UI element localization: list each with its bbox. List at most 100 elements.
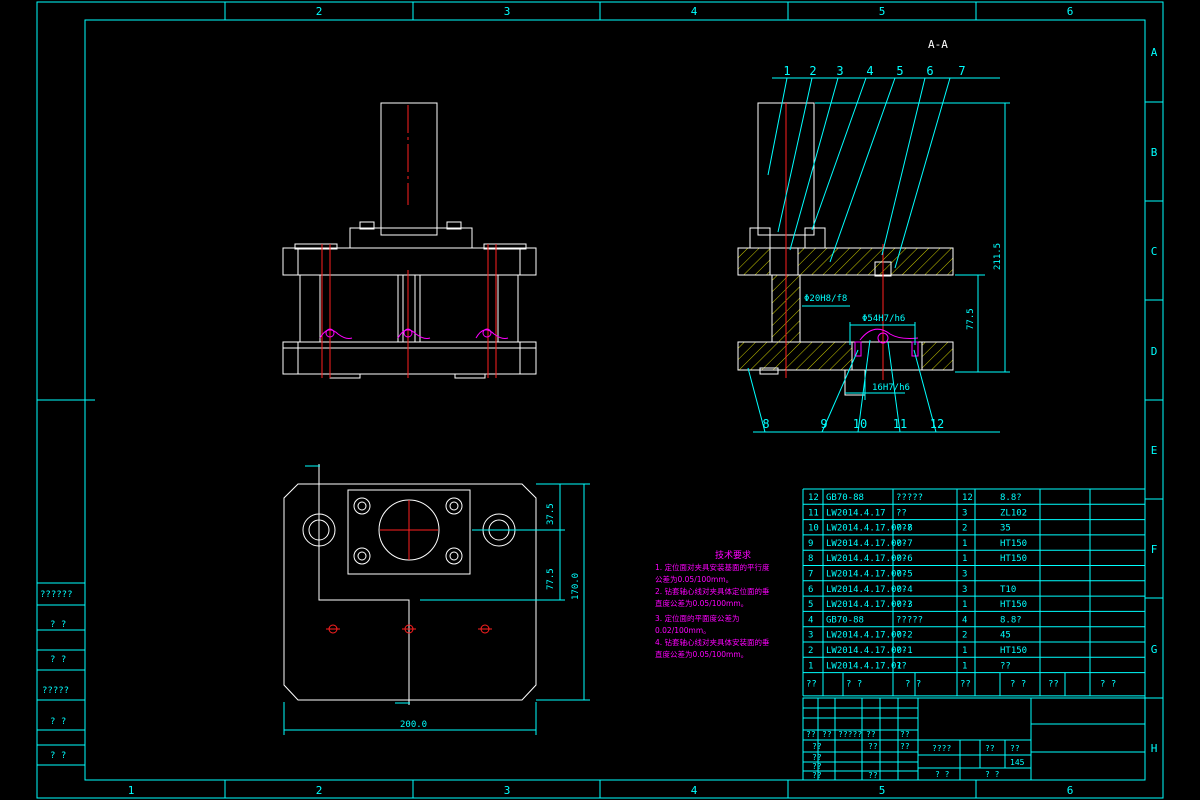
- bom-cell: LW2014.4.17.01: [826, 661, 902, 671]
- bom-cell: 12: [962, 493, 973, 503]
- bom-grid: [802, 488, 1146, 697]
- bom-cell: LW2014.4.17.00-6: [826, 554, 913, 564]
- plan-dim-texts: 37.5 77.5 170.0 200.0: [400, 503, 581, 730]
- col-label: 6: [1067, 784, 1074, 797]
- bom-cell: 45: [1000, 631, 1011, 641]
- balloon-6: 6: [926, 64, 933, 78]
- row-label: H: [1151, 742, 1158, 755]
- bom-cell: ??: [896, 539, 907, 549]
- top-zone-ticks: [37, 2, 1163, 798]
- tb-cell: ? ?: [935, 770, 950, 779]
- bom-cell: ???: [896, 600, 912, 610]
- tb-cell: ??: [868, 742, 878, 751]
- balloon-7: 7: [958, 64, 965, 78]
- bom-cell: 1: [962, 539, 967, 549]
- plan-holes: [326, 500, 492, 634]
- tb-cell: ??: [1010, 744, 1020, 753]
- bom-cell: 8.8?: [1000, 493, 1022, 503]
- tech-line: 直度公差为0.05/100mm。: [655, 649, 748, 659]
- bom-cell: 6: [808, 585, 813, 595]
- plan-view: [283, 464, 537, 705]
- bom-cell: ??: [896, 661, 907, 671]
- front-handle: [380, 102, 438, 236]
- bom-cell: LW2014.4.17.00-5: [826, 570, 913, 580]
- row-label: E: [1151, 444, 1158, 457]
- bom-cell: ??: [896, 508, 907, 518]
- bom-header-cell: ? ?: [1010, 680, 1026, 690]
- balloon-1: 1: [783, 64, 790, 78]
- bom-cell: 1: [962, 646, 967, 656]
- bom-cell: 4: [808, 615, 813, 625]
- bom-cell: 2: [962, 524, 967, 534]
- tb-cell: ????: [932, 744, 951, 753]
- balloon-8: 8: [762, 417, 769, 431]
- balloon-5: 5: [896, 64, 903, 78]
- tb-cell: ??: [900, 730, 910, 739]
- tb-cell: ??: [812, 742, 822, 751]
- bom-cell: ??: [896, 631, 907, 641]
- tech-line: 4. 钻套轴心线对夹具体安装面的垂: [655, 637, 770, 647]
- front-top-plate: [282, 247, 537, 276]
- balloons: 1 2 3 4 5 6 7 8 9 10 11 12: [762, 64, 965, 431]
- balloon-2: 2: [809, 64, 816, 78]
- row-label: B: [1151, 146, 1158, 159]
- front-column: [299, 274, 321, 343]
- balloon-4: 4: [866, 64, 873, 78]
- side-label: ?????: [42, 686, 69, 696]
- front-column: [497, 274, 519, 343]
- bom-cell: LW2014.4.17.00-8: [826, 524, 913, 534]
- front-center-post: [397, 274, 421, 343]
- dim-170: 170.0: [571, 573, 581, 600]
- bom-cell: HT150: [1000, 539, 1027, 549]
- col-label: 5: [879, 5, 886, 18]
- bom-cell: 7: [808, 570, 813, 580]
- tb-cell: ??: [822, 730, 832, 739]
- tb-cell: ??: [806, 730, 816, 739]
- balloon-3: 3: [836, 64, 843, 78]
- col-label: 3: [504, 784, 511, 797]
- dim-height-lower: 77.5: [966, 308, 976, 330]
- bom-cell: 10: [808, 524, 819, 534]
- col-label: 2: [316, 784, 323, 797]
- front-clamps: [319, 328, 509, 339]
- tech-line: 0.02/100mm。: [655, 626, 711, 635]
- tb-cell: ??: [868, 771, 878, 780]
- front-view: [282, 102, 537, 379]
- bom-header-cell: ? ?: [1100, 680, 1116, 690]
- dim-200: 200.0: [400, 720, 427, 730]
- tech-line: 直度公差为0.05/100mm。: [655, 598, 748, 608]
- bom-cell: 3: [808, 631, 813, 641]
- bom-cell: GB70-88: [826, 615, 864, 625]
- col-labels-top: 2 3 4 5 6: [316, 5, 1074, 18]
- side-label: ? ?: [50, 751, 66, 761]
- side-label: ??????: [40, 590, 73, 600]
- bom-cell: ???: [896, 524, 912, 534]
- bom-cell: LW2014.4.17.00-2: [826, 631, 913, 641]
- tb-cell: ? ?: [985, 770, 1000, 779]
- bom-cell: GB70-88: [826, 493, 864, 503]
- bom-cell: ?????: [896, 493, 923, 503]
- bom-header-cell: ? ?: [846, 680, 862, 690]
- bom-cell: T10: [1000, 585, 1016, 595]
- balloon-9: 9: [820, 417, 827, 431]
- side-label: ? ?: [50, 717, 66, 727]
- side-stamp-column: [37, 582, 85, 766]
- row-label: F: [1151, 543, 1158, 556]
- front-handle-base: [349, 227, 473, 249]
- tb-cell: ??: [812, 762, 822, 771]
- bom-cell: LW2014.4.17.00-7: [826, 539, 913, 549]
- dim-pin-fit: Φ54H7/h6: [862, 314, 905, 324]
- col-label: 6: [1067, 5, 1074, 18]
- section-label: A-A: [928, 38, 948, 51]
- col-label: 5: [879, 784, 886, 797]
- bom-cell: 8.8?: [1000, 615, 1022, 625]
- leader-lines: [747, 77, 1000, 433]
- title-block: [802, 697, 1146, 781]
- section-clamp: [854, 328, 919, 357]
- bom-cell: 2: [962, 631, 967, 641]
- row-labels: A B C D E F G H: [1151, 46, 1158, 755]
- bom-cell: 1: [962, 554, 967, 564]
- bom-cell: HT150: [1000, 646, 1027, 656]
